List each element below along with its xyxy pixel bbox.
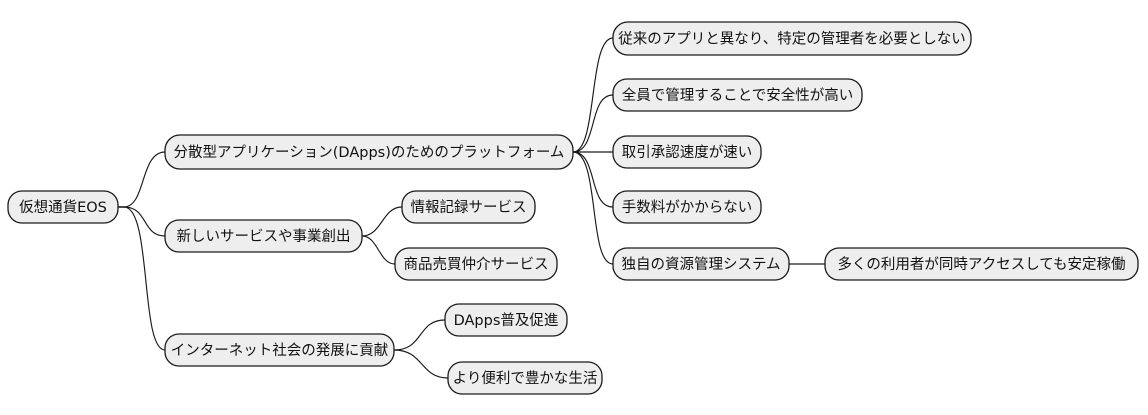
node-n1a-shape[interactable] (612, 21, 972, 56)
node-n1-label: 分散型アプリケーション(DApps)のためのプラットフォーム (174, 144, 565, 161)
node-n1e[interactable]: 独自の資源管理システム (612, 247, 790, 281)
node-n3-label: インターネット社会の発展に貢献 (171, 342, 389, 359)
node-root-shape[interactable] (7, 190, 119, 224)
node-n1e1[interactable]: 多くの利用者が同時アクセスしても安定稼働 (824, 247, 1139, 281)
edge-root-n2 (117, 206, 166, 237)
node-n1c[interactable]: 取引承認速度が速い (612, 135, 762, 169)
node-n2a[interactable]: 情報記録サービス (401, 190, 536, 224)
node-n3[interactable]: インターネット社会の発展に貢献 (164, 333, 395, 367)
node-n2b-shape[interactable] (394, 247, 558, 281)
edge-n3-n3b (393, 349, 449, 379)
node-n3b-shape[interactable] (447, 361, 603, 395)
node-n1e1-shape[interactable] (824, 247, 1139, 281)
node-layer: 仮想通貨EOS 分散型アプリケーション(DApps)のためのプラットフォーム 新… (7, 21, 1139, 395)
node-root-label: 仮想通貨EOS (19, 199, 107, 216)
node-n3b-label: より便利で豊かな生活 (453, 370, 598, 387)
node-n3a-label: DApps普及促進 (454, 312, 559, 329)
edge-n1-n1a (572, 37, 614, 153)
node-n3-shape[interactable] (164, 333, 395, 367)
node-n1d-shape[interactable] (612, 190, 762, 224)
node-n2a-shape[interactable] (401, 190, 536, 224)
node-n1a[interactable]: 従来のアプリと異なり、特定の管理者を必要としない (612, 21, 972, 56)
node-n1[interactable]: 分散型アプリケーション(DApps)のためのプラットフォーム (164, 134, 574, 170)
node-n1b-label: 全員で管理することで安全性が高い (622, 86, 854, 104)
edge-n3-n3a (393, 319, 446, 351)
node-n1e1-label: 多くの利用者が同時アクセスしても安定稼働 (837, 256, 1125, 273)
node-n1d-label: 手数料がかからない (622, 199, 753, 216)
edge-layer (117, 37, 826, 379)
edge-root-n3 (117, 206, 166, 351)
node-n1b[interactable]: 全員で管理することで安全性が高い (612, 78, 863, 112)
node-n1c-label: 取引承認速度が速い (622, 144, 753, 161)
edge-n2-n2b (361, 235, 396, 265)
node-n2[interactable]: 新しいサービスや事業創出 (164, 219, 363, 253)
node-n2b-label: 商品売買仲介サービス (404, 256, 549, 273)
edge-n1-n1d (572, 151, 614, 208)
node-n2-label: 新しいサービスや事業創出 (177, 228, 351, 245)
node-n3b[interactable]: より便利で豊かな生活 (447, 361, 603, 395)
node-n1d[interactable]: 手数料がかからない (612, 190, 762, 224)
edge-n1-n1e (572, 151, 614, 265)
edge-n2-n2a (361, 206, 403, 237)
node-n2a-label: 情報記録サービス (411, 199, 527, 216)
node-n1a-label: 従来のアプリと異なり、特定の管理者を必要としない (618, 31, 965, 48)
node-n2-shape[interactable] (164, 219, 363, 253)
edge-root-n1 (117, 151, 166, 208)
node-n1-shape[interactable] (164, 134, 574, 170)
node-n2b[interactable]: 商品売買仲介サービス (394, 247, 558, 281)
node-n3a-shape[interactable] (444, 303, 568, 337)
node-n1e-shape[interactable] (612, 247, 790, 281)
node-n1e-label: 独自の資源管理システム (621, 256, 780, 273)
node-root[interactable]: 仮想通貨EOS (7, 190, 119, 224)
node-n3a[interactable]: DApps普及促進 (444, 303, 568, 337)
node-n1c-shape[interactable] (612, 135, 762, 169)
node-n1b-shape[interactable] (612, 78, 863, 112)
edge-n1-n1b (572, 94, 614, 153)
